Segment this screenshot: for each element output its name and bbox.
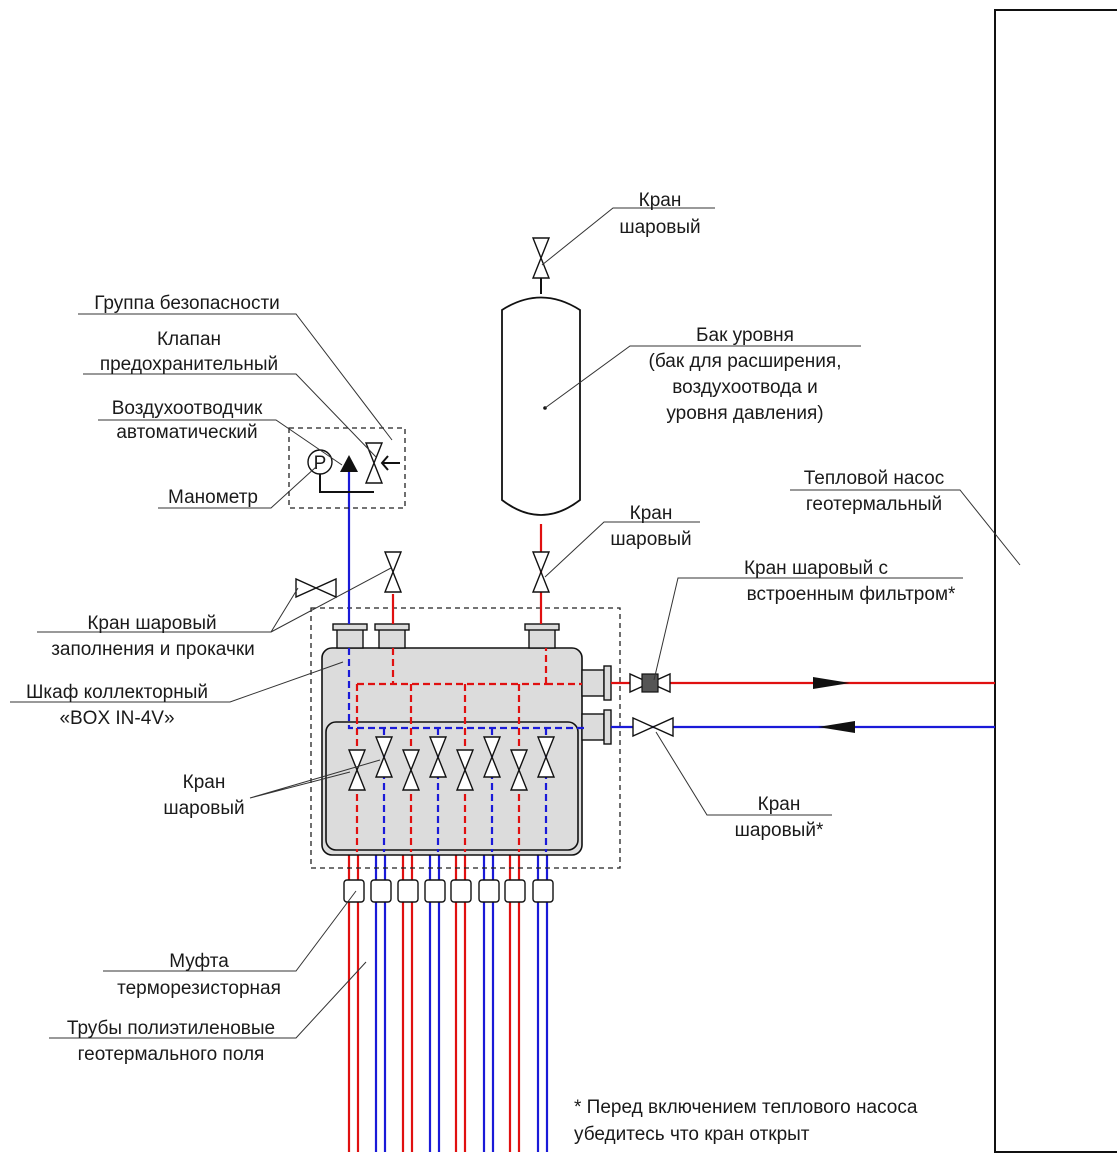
label-ball-valve-1: Кран [183,772,226,793]
label-relief-valve-1: Клапан [157,329,221,350]
footnote-line-2: убедитесь что кран открыт [574,1124,810,1145]
tank-valve [532,551,550,593]
label-tank-3: воздухоотвода и [672,377,817,398]
label-coupling-2: терморезисторная [117,978,281,999]
label-air-vent-1: Воздухоотводчик [112,398,263,419]
label-heat-pump-2: геотермальный [806,494,942,515]
label-tank-1: Бак уровня [696,325,794,346]
label-top-valve-2: шаровый [619,217,700,238]
top-ball-valve [532,237,550,279]
label-cabinet-2: «BOX IN-4V» [59,708,174,729]
label-relief-valve-2: предохранительный [100,354,278,375]
label-pipes-2: геотермального поля [78,1044,265,1065]
label-tank-2: (бак для расширения, [649,351,842,372]
label-filter-valve-2: встроенным фильтром* [747,584,956,605]
return-ball-valve [632,717,674,737]
label-fill-valve-2: заполнения и прокачки [51,639,255,660]
label-tank-valve-1: Кран [630,503,673,524]
label-tank-valve-2: шаровый [610,529,691,550]
label-coupling-1: Муфта [169,951,229,972]
fill-valve-horizontal [295,578,337,598]
safety-group-outline [288,427,406,509]
label-tank-4: уровня давления) [666,403,823,424]
heat-pump-box [994,9,1117,1153]
label-heat-pump-1: Тепловой насос [804,468,944,489]
fill-valve-vertical [384,551,402,593]
label-pipes-1: Трубы полиэтиленовые [67,1018,275,1039]
label-ball-valve-2: шаровый [163,798,244,819]
label-safety-group: Группа безопасности [94,293,280,314]
label-air-vent-2: автоматический [116,422,257,443]
air-vent-icon [340,455,358,472]
label-top-valve-1: Кран [639,190,682,211]
thermoresistor-couplings [343,879,554,903]
collector-cabinet-outline [310,607,621,869]
label-return-valve-2: шаровый* [735,820,824,841]
label-manometer: Манометр [168,487,258,508]
label-return-valve-1: Кран [758,794,801,815]
label-fill-valve-1: Кран шаровый [87,613,216,634]
label-filter-valve-1: Кран шаровый с [744,558,888,579]
footnote-line-1: * Перед включением теплового насоса [574,1097,918,1118]
svg-text:P: P [314,453,327,474]
level-tank [501,296,581,516]
label-cabinet-1: Шкаф коллекторный [26,682,208,703]
